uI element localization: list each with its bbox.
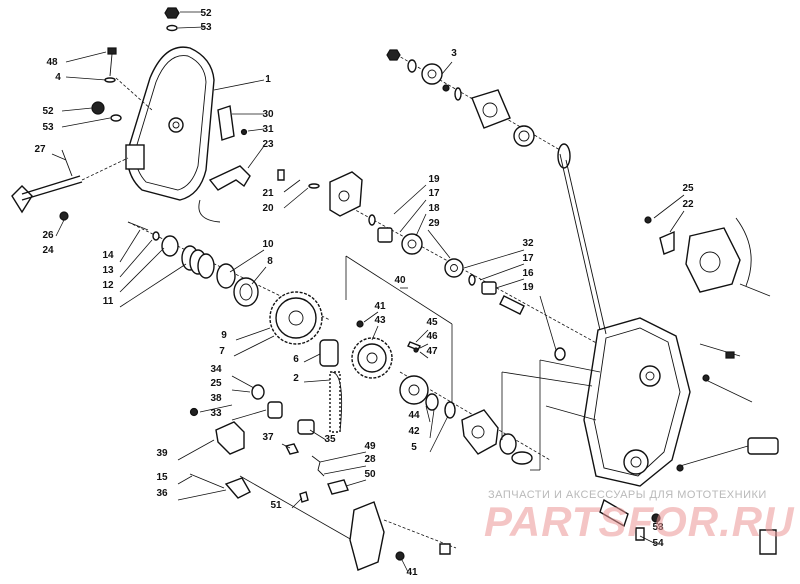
callout-18: 18 [428,203,440,214]
callout-8: 8 [267,256,273,267]
watermark-logo: PARTSFOR.RU [484,498,795,545]
callout-1: 1 [265,74,271,85]
middle-shaft-assembly [277,169,621,361]
callout-25: 25 [682,183,694,194]
callout-44: 44 [408,410,420,421]
callout-30: 30 [262,109,274,120]
callout-41: 41 [374,301,386,312]
spring-pulley-stack [119,221,331,321]
callout-53: 53 [652,522,664,533]
callout-16: 16 [522,268,534,279]
callout-31: 31 [262,124,274,135]
upper-shaft-assembly [386,49,571,169]
callout-47: 47 [426,346,438,357]
callout-4: 4 [55,72,61,83]
small-screws-45-47 [407,329,429,359]
callout-37: 37 [262,432,274,443]
callout-19: 19 [428,174,440,185]
callout-52: 52 [200,8,212,19]
callout-39: 39 [156,448,168,459]
callout-17: 17 [428,188,440,199]
bracket-40 [345,255,453,408]
callout-50: 50 [364,469,376,480]
callout-48: 48 [46,57,58,68]
callout-9: 9 [221,330,227,341]
callout-53: 53 [200,22,212,33]
top-bolt-parts [164,7,205,32]
callout-14: 14 [102,250,114,261]
lever-shaft [11,149,129,237]
callout-33: 33 [210,408,222,419]
callout-25: 25 [210,378,222,389]
callout-6: 6 [293,354,299,365]
callout-24: 24 [42,245,54,256]
callout-3: 3 [451,48,457,59]
callout-32: 32 [522,238,534,249]
callout-13: 13 [102,265,114,276]
hub-and-bearing [399,371,551,465]
callout-38: 38 [210,393,222,404]
callout-41: 41 [406,567,418,578]
callout-29: 29 [428,218,440,229]
drive-chain [303,371,343,433]
left-fasteners [61,47,153,128]
callout-12: 12 [102,280,114,291]
callout-20: 20 [262,203,274,214]
callout-53: 53 [42,122,54,133]
lower-bracket [349,501,457,573]
callout-45: 45 [426,317,438,328]
callout-28: 28 [364,454,376,465]
callout-17: 17 [522,253,534,264]
tensioner-parts [177,375,367,549]
callout-40: 40 [394,275,406,286]
callout-34: 34 [210,364,222,375]
callout-2: 2 [293,373,299,384]
upper-right-cover [644,194,771,297]
callout-7: 7 [219,346,225,357]
callout-10: 10 [262,239,274,250]
callout-52: 52 [42,106,54,117]
callout-26: 26 [42,230,54,241]
chaincase-housing [559,153,779,555]
callout-19: 19 [522,282,534,293]
callout-54: 54 [652,538,664,549]
bracket-and-clip [198,79,265,223]
callout-11: 11 [103,296,114,307]
callout-23: 23 [262,139,274,150]
callout-35: 35 [324,434,336,445]
small-gear [303,339,339,367]
callout-5: 5 [411,442,417,453]
callout-42: 42 [408,426,420,437]
chaincase-cover [125,46,215,201]
connector-lines [501,359,601,471]
callout-49: 49 [364,441,376,452]
watermark-tagline: ЗАПЧАСТИ И АКСЕССУАРЫ ДЛЯ МОТОТЕХНИКИ [488,489,767,501]
callout-51: 51 [270,500,282,511]
callout-46: 46 [426,331,438,342]
callout-15: 15 [156,472,168,483]
callout-27: 27 [34,144,46,155]
callout-22: 22 [682,199,694,210]
driven-sprocket [351,311,393,379]
callout-36: 36 [156,488,168,499]
callout-21: 21 [262,188,274,199]
large-sprocket [233,291,323,357]
callout-43: 43 [374,315,386,326]
